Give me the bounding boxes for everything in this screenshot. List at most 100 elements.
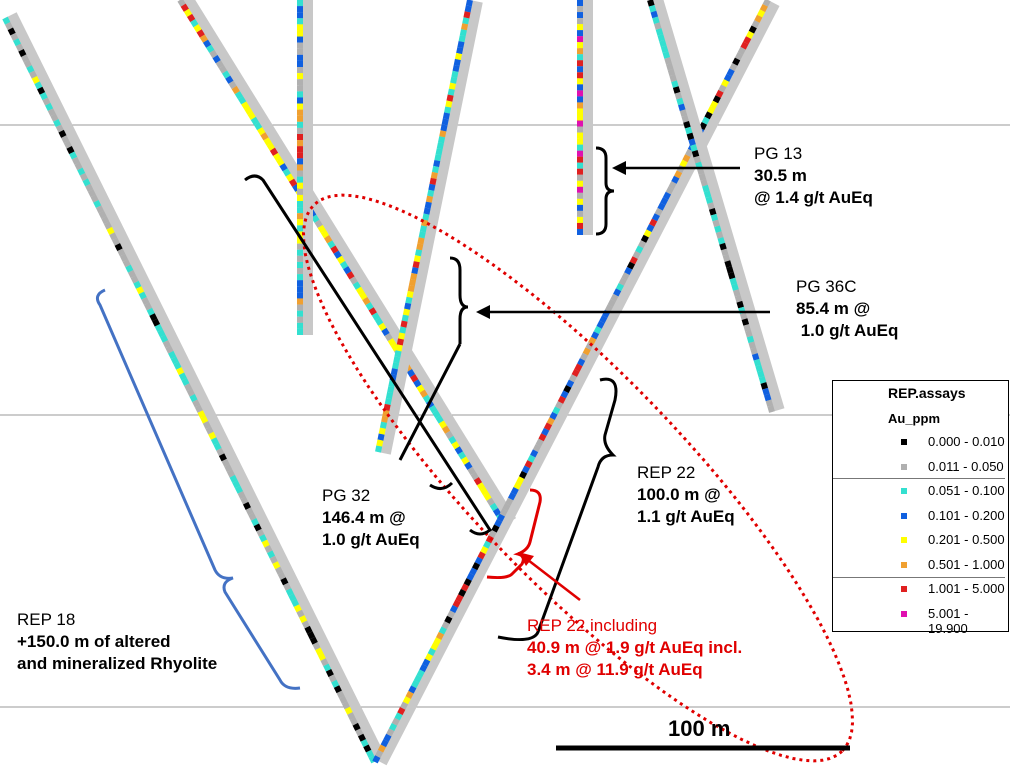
assay-interval xyxy=(390,368,398,376)
assay-interval xyxy=(98,210,107,219)
legend-item: 0.501 - 1.000 xyxy=(833,557,1008,575)
assay-interval xyxy=(416,243,424,251)
assay-interval xyxy=(234,485,243,494)
assay-interval xyxy=(721,79,730,88)
assay-interval xyxy=(610,293,619,302)
assay-interval xyxy=(638,240,647,249)
assay-interval xyxy=(659,39,667,48)
assay-interval xyxy=(90,194,99,203)
assay-interval xyxy=(669,74,677,83)
pg36c-bracket-tail xyxy=(398,343,462,461)
assay-interval xyxy=(352,281,361,290)
assay-interval xyxy=(435,415,444,424)
assay-interval xyxy=(317,224,326,234)
assay-interval xyxy=(74,162,83,171)
assay-interval xyxy=(141,297,150,306)
assay-interval xyxy=(154,323,163,333)
assay-interval xyxy=(596,320,605,329)
assay-interval xyxy=(317,652,326,661)
assay-interval xyxy=(224,464,233,473)
assay-interval xyxy=(707,202,715,210)
legend-swatch xyxy=(901,463,907,470)
assay-interval xyxy=(378,322,387,331)
assay-interval xyxy=(445,430,454,440)
assay-interval xyxy=(162,340,171,349)
assay-interval xyxy=(461,456,470,465)
assay-interval xyxy=(194,404,203,413)
assay-interval xyxy=(253,523,262,532)
assay-interval xyxy=(698,173,707,181)
assay-interval xyxy=(55,124,64,133)
assay-interval xyxy=(650,10,659,19)
assay-interval xyxy=(759,3,768,13)
assay-interval xyxy=(684,126,693,135)
assay-interval xyxy=(333,250,342,259)
assay-interval xyxy=(293,604,302,613)
assay-interval xyxy=(691,150,700,158)
assay-interval xyxy=(729,277,738,286)
assay-interval xyxy=(457,41,465,49)
assay-interval xyxy=(144,302,153,311)
assay-interval xyxy=(423,207,431,215)
legend-range: 5.001 - 19.900 xyxy=(928,605,969,636)
assay-interval xyxy=(244,106,253,115)
assay-interval xyxy=(401,314,409,322)
legend-swatch xyxy=(901,488,907,494)
assay-interval xyxy=(183,8,193,18)
assay-interval xyxy=(460,583,469,592)
assay-interval xyxy=(743,36,752,45)
assay-interval xyxy=(739,312,748,321)
assay-interval xyxy=(197,410,206,419)
assay-interval xyxy=(341,701,350,710)
legend-item: 0.101 - 0.200 xyxy=(833,508,1008,526)
assay-interval xyxy=(732,57,741,66)
assay-interval xyxy=(429,177,437,185)
rep18-label: REP 18 +150.0 m of altered and mineraliz… xyxy=(17,609,217,675)
assay-interval xyxy=(543,422,553,431)
legend-divider xyxy=(833,478,1005,479)
assay-interval xyxy=(671,175,680,184)
assay-interval xyxy=(180,3,189,12)
assay-interval xyxy=(413,379,422,388)
assay-interval xyxy=(671,80,679,88)
assay-interval xyxy=(718,84,727,93)
assay-interval xyxy=(178,372,187,381)
assay-interval xyxy=(170,356,179,365)
assay-interval xyxy=(122,259,131,268)
assay-interval xyxy=(462,17,470,25)
assay-interval xyxy=(45,102,54,111)
assay-interval xyxy=(291,598,300,607)
assay-interval xyxy=(404,302,412,310)
assay-interval xyxy=(226,469,235,478)
assay-interval xyxy=(309,636,318,645)
assay-interval xyxy=(710,213,719,222)
assay-interval xyxy=(535,438,544,447)
assay-interval xyxy=(106,226,115,235)
assay-interval xyxy=(765,399,774,408)
assay-interval xyxy=(276,157,285,167)
pg13-bracket xyxy=(595,146,615,236)
assay-interval xyxy=(133,280,142,289)
rep22-length: 100.0 m @ xyxy=(637,485,721,504)
assay-interval xyxy=(751,20,760,29)
assay-interval xyxy=(432,410,441,419)
assay-interval xyxy=(743,324,751,332)
assay-interval xyxy=(560,390,569,399)
drillhole-vertical-1 xyxy=(297,0,313,335)
assay-interval xyxy=(552,406,561,415)
legend-item: 0.201 - 0.500 xyxy=(833,532,1008,550)
assay-interval xyxy=(753,358,762,367)
legend-item: 0.011 - 0.050 xyxy=(833,459,1008,477)
assay-interval xyxy=(461,23,469,31)
assay-interval xyxy=(363,744,372,753)
assay-interval xyxy=(275,566,284,575)
assay-interval xyxy=(66,146,75,155)
assay-interval xyxy=(510,486,519,496)
assay-interval xyxy=(446,94,454,102)
assay-interval xyxy=(190,19,199,28)
pg36c-arrowhead xyxy=(476,305,490,319)
assay-interval xyxy=(395,344,403,352)
arrows xyxy=(476,161,770,601)
legend-swatch xyxy=(901,537,907,543)
